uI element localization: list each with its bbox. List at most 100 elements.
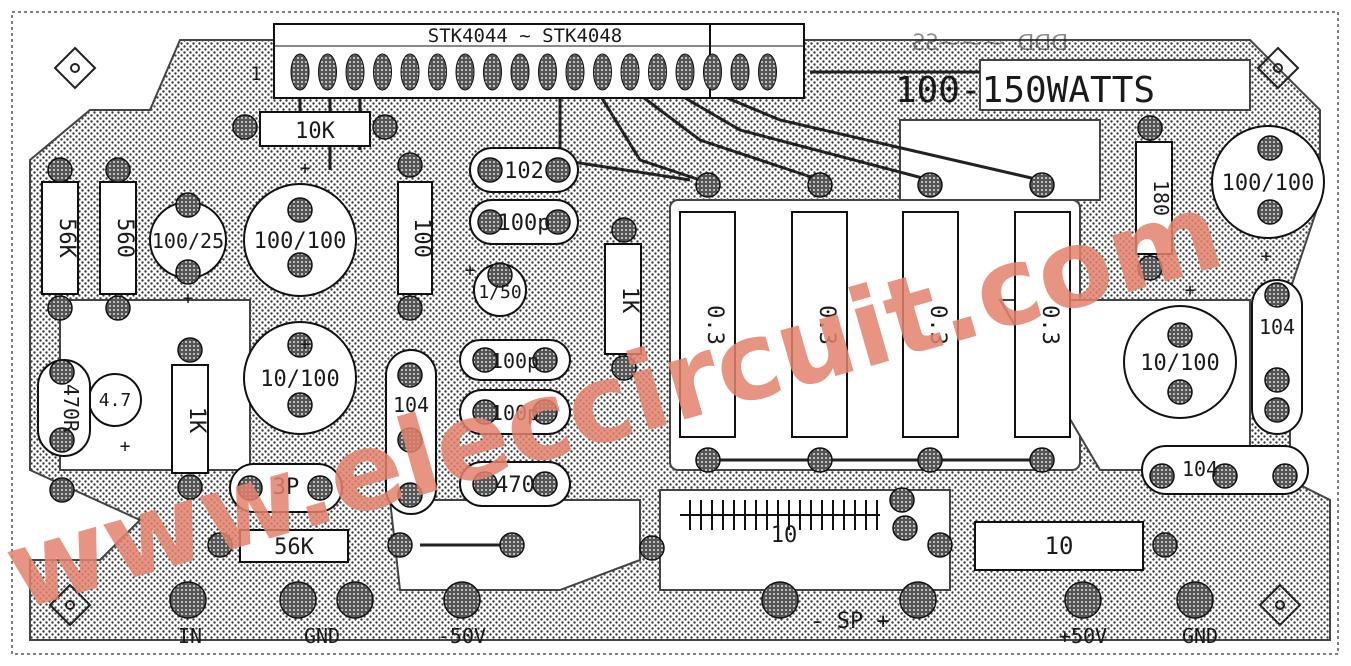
terminal-gnd: GND (1182, 624, 1218, 648)
terminal-gnd-in: GND (304, 624, 340, 648)
solder-pad (397, 362, 423, 388)
label-r-03-4: 0.3 (1037, 305, 1062, 345)
solder-pad (397, 482, 423, 508)
solder-pad (639, 535, 665, 561)
top-scribble: ƧƧ⁓⁓⁓ ᗡᗡᗡ (912, 31, 1068, 56)
solder-pad (1257, 135, 1283, 161)
solder-pad (499, 532, 525, 558)
solder-pad (1264, 367, 1290, 393)
ic-pin-pad (565, 53, 585, 91)
solder-pad (807, 172, 833, 198)
label-r-1k-center: 1K (617, 287, 642, 314)
solder-pad (1176, 581, 1214, 619)
solder-pad (336, 581, 374, 619)
label-inductor-10: 10 (771, 523, 798, 548)
solder-pad (232, 114, 258, 140)
solder-pad (237, 475, 263, 501)
solder-pad (397, 427, 423, 453)
ic-pin-pad (400, 53, 420, 91)
solder-pad (47, 295, 73, 321)
label-r-56k-left: 56K (54, 218, 79, 258)
label-c-104-right-vertical: 104 (1259, 315, 1295, 339)
solder-pad (611, 217, 637, 243)
label-c-104-right-horizontal: 104 (1182, 457, 1218, 481)
solder-pad (532, 399, 558, 425)
label-c-100p-low: 100p (491, 401, 539, 425)
solder-pad (372, 114, 398, 140)
solder-pad (49, 477, 75, 503)
solder-pad (397, 295, 423, 321)
ic-pin-pad (290, 53, 310, 91)
label-c-4-7: 4.7 (99, 390, 132, 411)
label-r-560: 560 (112, 218, 137, 258)
label-c-3p: 3P (273, 475, 300, 500)
solder-pad (1029, 447, 1055, 473)
solder-pad (47, 157, 73, 183)
solder-pad (545, 157, 571, 183)
plus-mark-7: + (1185, 280, 1196, 301)
ic-pin-pad (648, 53, 667, 91)
solder-pad (1264, 397, 1290, 423)
solder-pad (889, 487, 915, 513)
solder-pads (47, 114, 1298, 619)
solder-pad (177, 474, 203, 500)
solder-pad (1137, 255, 1163, 281)
ic-pin-pad (455, 53, 475, 91)
label-c-10-100-right: 10/100 (1140, 351, 1219, 376)
ic-label: STK4044 ~ STK4048 (428, 25, 622, 47)
solder-pad (477, 157, 503, 183)
solder-pad (287, 332, 313, 358)
pin-one-label: 1 (250, 63, 261, 85)
solder-pad (1149, 463, 1175, 489)
solder-pad (695, 447, 721, 473)
solder-pad (761, 581, 799, 619)
solder-pad (175, 192, 201, 218)
solder-pad (175, 259, 201, 285)
label-r-100: 100 (409, 218, 434, 258)
ic-pin-pad (538, 53, 557, 91)
solder-pad (1257, 199, 1283, 225)
solder-pad (1137, 115, 1163, 141)
solder-pad (1064, 581, 1102, 619)
solder-pad (472, 471, 498, 497)
label-c-470: 470 (495, 473, 535, 498)
solder-pad (105, 295, 131, 321)
solder-pad (1167, 379, 1193, 405)
label-r-03-2: 0.3 (814, 305, 839, 345)
ic-pin-pad (345, 53, 365, 91)
power-label: 100-150WATTS (895, 70, 1155, 111)
solder-pad (207, 532, 233, 558)
solder-pad (917, 447, 943, 473)
solder-pad (917, 172, 943, 198)
solder-pad (532, 471, 558, 497)
solder-pad (177, 337, 203, 363)
terminal-neg50: -50V (438, 624, 486, 648)
ic-pin-pad (318, 53, 337, 91)
label-c-100p-mid: 100p (491, 349, 539, 373)
solder-pad (1029, 172, 1055, 198)
inductor-ticks (689, 500, 878, 530)
label-c-470r: 470R (59, 384, 83, 433)
ic-pin-pad (758, 53, 777, 91)
ic-pin-pad (703, 53, 722, 91)
label-r-1k-left: 1K (184, 407, 209, 434)
resistor-bodies (41, 111, 1173, 571)
plus-mark-4: + (465, 260, 476, 281)
ic-pin-pad (620, 53, 640, 91)
plus-mark-1: + (183, 288, 194, 309)
mounting-holes (48, 46, 1302, 627)
label-r-180: 180 (1149, 180, 1173, 216)
label-c-1-50: 1/50 (478, 282, 521, 303)
solder-pad (443, 581, 481, 619)
solder-pad (287, 197, 313, 223)
label-r-10k: 10K (295, 119, 335, 144)
plus-mark-2: + (300, 158, 311, 179)
ic-pin-pad (730, 53, 750, 91)
solder-pad (899, 581, 937, 619)
solder-pad (279, 581, 317, 619)
solder-pad (287, 392, 313, 418)
solder-pad (307, 475, 333, 501)
capacitor-bodies (88, 125, 1325, 435)
label-c-100-100-right: 100/100 (1222, 171, 1315, 196)
